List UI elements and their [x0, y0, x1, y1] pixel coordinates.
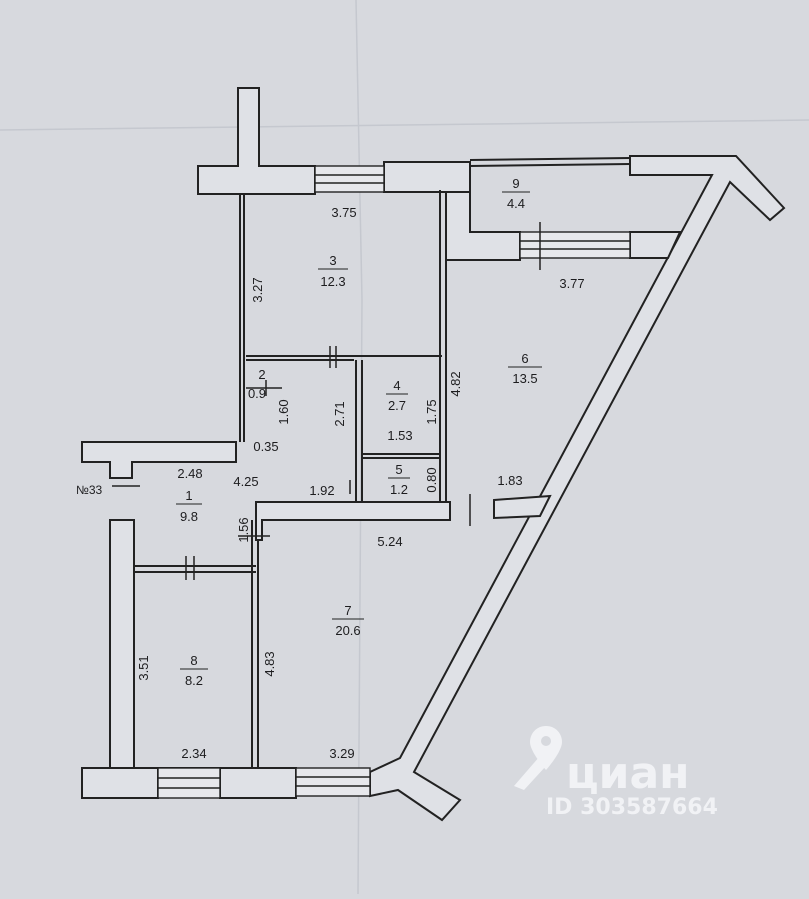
room-8-label: 8 8.2 [180, 653, 208, 688]
svg-text:4.4: 4.4 [507, 196, 525, 211]
dim-4-83: 4.83 [262, 651, 277, 676]
door-marks [112, 222, 541, 580]
room-9-label: 9 4.4 [502, 176, 530, 211]
dim-3-29: 3.29 [329, 746, 354, 761]
dim-4-82: 4.82 [448, 371, 463, 396]
room-6-label: 6 13.5 [508, 351, 542, 386]
dim-1-53: 1.53 [387, 428, 412, 443]
apartment-number-label: №33 [76, 483, 103, 497]
svg-text:13.5: 13.5 [512, 371, 537, 386]
dim-1-92: 1.92 [309, 483, 334, 498]
dimension-labels: 3.75 3.27 3.77 4.82 2.71 1.60 1.75 1.53 … [136, 205, 585, 761]
windows [157, 165, 631, 799]
room-7-label: 7 20.6 [332, 603, 364, 638]
svg-text:2.7: 2.7 [388, 398, 406, 413]
dim-4-25: 4.25 [233, 474, 258, 489]
dim-3-77: 3.77 [559, 276, 584, 291]
watermark-brand: циан [566, 748, 690, 799]
dim-1-60: 1.60 [276, 399, 291, 424]
svg-text:0.9: 0.9 [248, 386, 266, 401]
svg-text:20.6: 20.6 [335, 623, 360, 638]
location-pin-icon [514, 726, 562, 790]
partitions [134, 190, 447, 769]
cian-watermark: циан ID 303587664 [514, 726, 718, 820]
dim-1-56: 1.56 [236, 517, 251, 542]
svg-text:1: 1 [185, 488, 192, 503]
svg-text:5: 5 [395, 462, 402, 477]
dim-5-24: 5.24 [377, 534, 402, 549]
dim-3-75: 3.75 [331, 205, 356, 220]
svg-text:1.2: 1.2 [390, 482, 408, 497]
dim-2-34: 2.34 [181, 746, 206, 761]
room-1-label: 1 9.8 [176, 488, 202, 524]
svg-text:8: 8 [190, 653, 197, 668]
room-3-label: 3 12.3 [318, 253, 348, 289]
svg-text:7: 7 [344, 603, 351, 618]
room-labels: 1 9.8 2 0.9 3 12.3 4 2.7 5 1.2 6 13.5 [176, 176, 542, 688]
dim-2-71: 2.71 [332, 401, 347, 426]
svg-text:12.3: 12.3 [320, 274, 345, 289]
room-2-label: 2 0.9 [248, 367, 266, 401]
dim-3-27: 3.27 [250, 277, 265, 302]
svg-text:3: 3 [329, 253, 336, 268]
watermark-listing-id: ID 303587664 [546, 795, 718, 820]
dim-0-80: 0.80 [424, 467, 439, 492]
walls [81, 87, 786, 822]
svg-text:9.8: 9.8 [180, 509, 198, 524]
room-4-label: 4 2.7 [386, 378, 408, 413]
svg-text:2: 2 [258, 367, 265, 382]
dim-1-83: 1.83 [497, 473, 522, 488]
svg-text:9: 9 [512, 176, 519, 191]
dim-2-48: 2.48 [177, 466, 202, 481]
dim-3-51: 3.51 [136, 655, 151, 680]
svg-text:4: 4 [393, 378, 400, 393]
room-5-label: 5 1.2 [388, 462, 410, 497]
dim-0-35: 0.35 [253, 439, 278, 454]
svg-text:8.2: 8.2 [185, 673, 203, 688]
svg-text:6: 6 [521, 351, 528, 366]
dim-1-75: 1.75 [424, 399, 439, 424]
